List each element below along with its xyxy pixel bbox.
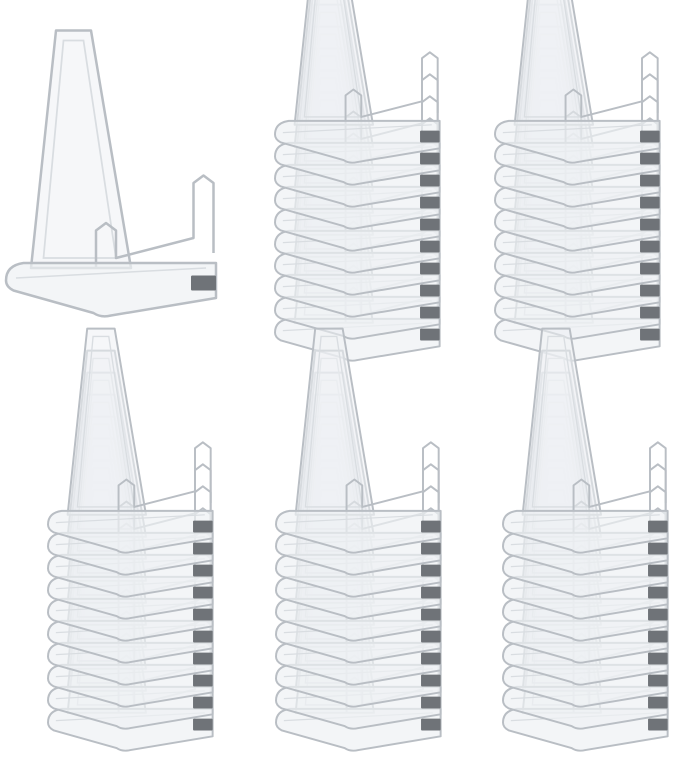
stack-top-right — [494, 0, 661, 362]
stack-top-middle-stand-1 — [274, 0, 441, 164]
stack-top-middle — [274, 0, 441, 362]
stack-bottom-middle-stand-1 — [275, 327, 442, 554]
stack-bottom-left-stand-1 — [47, 327, 214, 554]
stack-top-right-stand-1 — [494, 0, 661, 164]
stack-bottom-right — [502, 327, 669, 752]
single-stand — [4, 29, 218, 318]
stack-bottom-middle — [275, 327, 442, 752]
stack-bottom-left — [47, 327, 214, 752]
stack-bottom-right-stand-1 — [502, 327, 669, 554]
